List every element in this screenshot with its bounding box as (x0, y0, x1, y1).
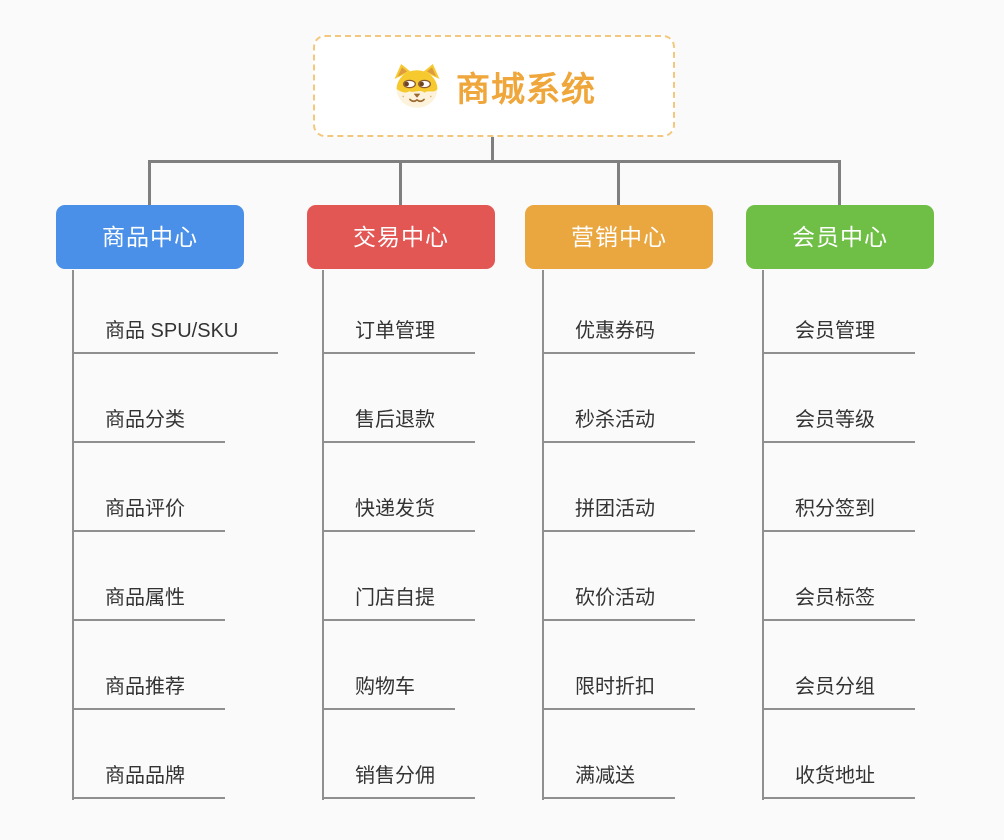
connector-branch-1-spine (72, 270, 74, 800)
branch-trade-center[interactable]: 交易中心 (307, 205, 495, 269)
child-topic[interactable]: 会员管理 (762, 318, 915, 354)
root-topic-label: 商城系统 (456, 70, 596, 109)
child-topic[interactable]: 销售分佣 (322, 763, 475, 799)
child-topic[interactable]: 售后退款 (322, 407, 475, 443)
child-topic[interactable]: 商品属性 (72, 585, 225, 621)
dog-face-icon (394, 63, 440, 108)
child-topic[interactable]: 订单管理 (322, 318, 475, 354)
branch-member-children: 会员管理 会员等级 积分签到 会员标签 会员分组 收货地址 (762, 270, 1004, 810)
branch-marketing-children: 优惠券码 秒杀活动 拼团活动 砍价活动 限时折扣 满减送 (542, 270, 804, 810)
branch-label: 营销中心 (571, 224, 667, 250)
connector-branch-3-stub (617, 160, 620, 206)
child-topic[interactable]: 购物车 (322, 674, 455, 710)
branch-trade-children: 订单管理 售后退款 快递发货 门店自提 购物车 销售分佣 (322, 270, 584, 810)
child-topic[interactable]: 积分签到 (762, 496, 915, 532)
child-topic[interactable]: 收货地址 (762, 763, 915, 799)
connector-branch-4-spine (762, 270, 764, 800)
branch-label: 交易中心 (353, 224, 449, 250)
branch-label: 会员中心 (792, 224, 888, 250)
child-topic[interactable]: 会员标签 (762, 585, 915, 621)
child-topic[interactable]: 拼团活动 (542, 496, 695, 532)
connector-root-stub (491, 136, 494, 162)
child-topic[interactable]: 商品分类 (72, 407, 225, 443)
child-topic[interactable]: 商品 SPU/SKU (72, 318, 279, 354)
connector-bus (148, 160, 840, 163)
child-topic[interactable]: 商品推荐 (72, 674, 225, 710)
branch-marketing-center[interactable]: 营销中心 (525, 205, 713, 269)
child-topic[interactable]: 秒杀活动 (542, 407, 695, 443)
branch-member-center[interactable]: 会员中心 (746, 205, 934, 269)
child-topic[interactable]: 会员分组 (762, 674, 915, 710)
child-topic[interactable]: 商品评价 (72, 496, 225, 532)
child-topic[interactable]: 门店自提 (322, 585, 475, 621)
connector-branch-4-stub (838, 160, 841, 206)
connector-branch-3-spine (542, 270, 544, 800)
child-topic[interactable]: 砍价活动 (542, 585, 695, 621)
child-topic[interactable]: 商品品牌 (72, 763, 225, 799)
connector-branch-1-stub (148, 160, 151, 206)
branch-label: 商品中心 (102, 224, 198, 250)
branch-product-center[interactable]: 商品中心 (56, 205, 244, 269)
connector-branch-2-spine (322, 270, 324, 800)
child-topic[interactable]: 优惠券码 (542, 318, 695, 354)
root-topic[interactable]: 商城系统 (313, 35, 675, 137)
child-topic[interactable]: 满减送 (542, 763, 675, 799)
child-topic[interactable]: 快递发货 (322, 496, 475, 532)
connector-branch-2-stub (399, 160, 402, 206)
child-topic[interactable]: 限时折扣 (542, 674, 695, 710)
child-topic[interactable]: 会员等级 (762, 407, 915, 443)
branch-product-children: 商品 SPU/SKU 商品分类 商品评价 商品属性 商品推荐 商品品牌 (72, 270, 334, 810)
